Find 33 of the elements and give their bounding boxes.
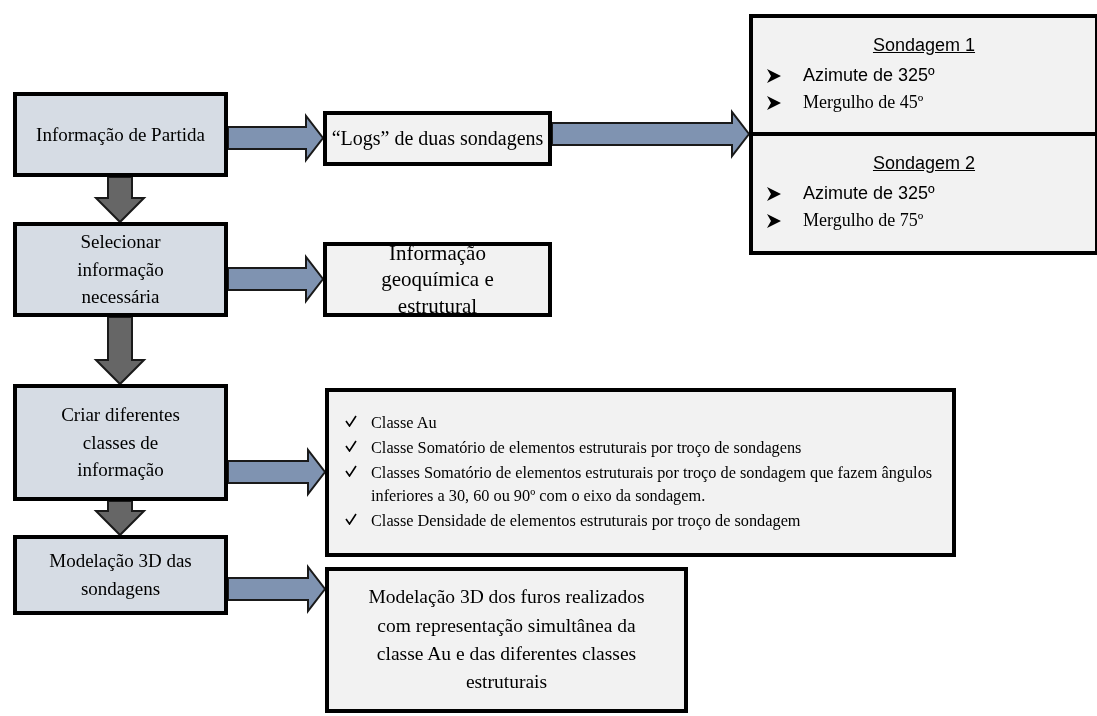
block-arrow [93,316,147,386]
output-box [323,111,552,166]
step-description: “Logs” de duas sondagens [330,126,545,151]
list-item: Classe Au [371,412,437,435]
step-label: Modelação 3D das sondagens [48,549,193,601]
process-box [13,92,228,177]
list-item: Classe Somatório de elementos estruturais por troço de sondagens [371,437,802,460]
list-item: Mergulho de 75º [803,210,924,231]
list-heading: Sondagem 1 [872,34,976,56]
block-arrow [227,113,325,163]
list-item: Azimute de 325º [803,183,935,204]
step-description: Informação geoquímica e estrutural [380,240,495,319]
block-arrow [227,447,327,497]
output-box [325,567,688,713]
block-arrow [551,109,751,159]
list-item: Mergulho de 45º [803,91,924,113]
step-description: Modelação 3D dos furos realizados com representação simultânea da classe Au e das diferentes classes estruturais [367,585,646,695]
list-item: Azimute de 325º [803,64,935,86]
list-item: Classe Densidade de elementos estruturais por troço de sondagem [371,509,801,532]
step-label: Criar diferentes classes de informação [60,403,181,483]
list-heading: Sondagem 2 [872,153,976,174]
output-box [323,242,552,317]
block-arrow [227,254,325,304]
step-label: Selecionar informação necessária [76,230,165,310]
block-arrow [227,564,327,614]
list-item: Classes Somatório de elementos estruturais por troço de sondagem que fazem ângulos inferiores a 30, 60 ou 90º com o eixo da sondagem. [371,462,934,507]
block-arrow [93,500,147,537]
process-box [13,535,228,615]
output-box [325,388,956,557]
step-label: Informação de Partida [35,122,206,147]
block-arrow [93,176,147,224]
process-box [13,384,228,501]
process-box [13,222,228,317]
